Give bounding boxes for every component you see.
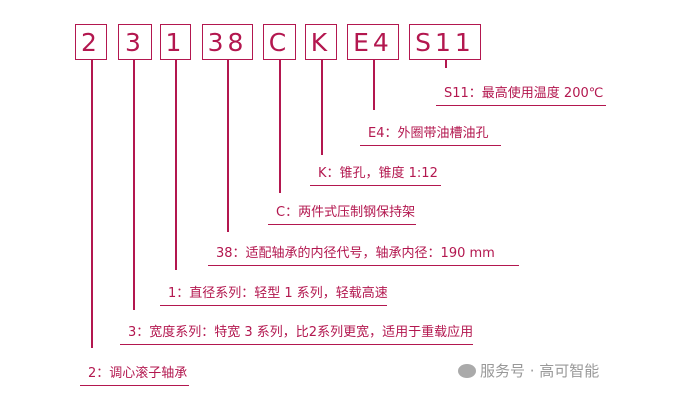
label-s11: S11：最高使用温度 200℃: [436, 82, 606, 106]
wechat-icon: [458, 363, 476, 378]
connector-38: [227, 60, 229, 232]
watermark: 服务号 · 高可智能: [458, 360, 599, 381]
label-e4: E4：外圈带油槽油孔: [360, 122, 501, 146]
code-box-1: 1: [160, 24, 191, 60]
code-box-k: K: [305, 24, 337, 60]
code-box-2: 2: [75, 24, 107, 60]
code-box-38: 38: [202, 24, 253, 60]
connector-1: [175, 60, 177, 270]
label-2: 2：调心滚子轴承: [80, 362, 189, 386]
code-box-3: 3: [118, 24, 152, 60]
connector-k: [321, 60, 323, 155]
watermark-text: 服务号 · 高可智能: [480, 362, 600, 380]
code-box-c: C: [263, 24, 296, 60]
connector-3: [133, 60, 135, 310]
code-box-e4: E4: [347, 24, 399, 60]
label-1: 1：直径系列：轻型 1 系列，轻载高速: [160, 282, 388, 306]
label-3: 3：宽度系列：特宽 3 系列，比2系列更宽，适用于重载应用: [120, 321, 473, 345]
label-c: C：两件式压制钢保持架: [268, 201, 416, 225]
label-38: 38：适配轴承的内径代号，轴承内径：190 mm: [208, 242, 519, 266]
connector-s11: [445, 60, 447, 68]
code-box-s11: S11: [409, 24, 481, 60]
label-k: K：锥孔，锥度 1:12: [310, 162, 441, 186]
connector-e4: [373, 60, 375, 110]
connector-2: [91, 60, 93, 348]
connector-c: [279, 60, 281, 193]
